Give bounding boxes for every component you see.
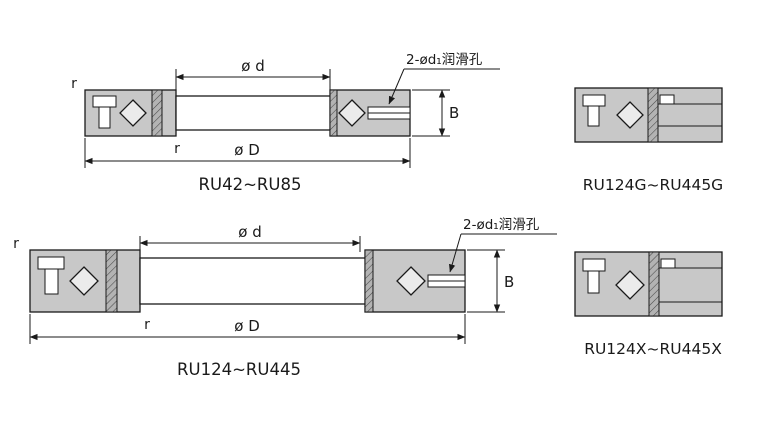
bearing-section: [29, 249, 466, 313]
dim-phi-d-label: ø d: [241, 57, 264, 75]
crossed-roller: [616, 101, 644, 129]
dim-phi-D-label: ø D: [234, 317, 260, 335]
lube-hole-label: 2-ød₁润滑孔: [463, 217, 540, 233]
inner-ring-hatch-left: [151, 89, 163, 137]
bearing-section: [574, 87, 723, 143]
dim-b-label: B: [504, 273, 514, 291]
fillet-r-bottom-label: r: [174, 141, 180, 157]
bolt-counterbore: [92, 95, 117, 108]
bolt-counterbore: [582, 258, 606, 272]
bolt-counterbore: [582, 94, 606, 107]
inner-ring-hatch: [648, 251, 660, 317]
dim-phi-D: ø D: [29, 314, 466, 344]
crossed-roller-left: [119, 99, 147, 127]
seal-notch: [660, 258, 676, 269]
bolt-hole: [587, 105, 600, 127]
inner-ring-hatch-right: [329, 89, 338, 137]
dim-b: B: [412, 89, 459, 137]
lube-hole-leader: 2-ød₁润滑孔: [449, 217, 557, 273]
dim-phi-D: ø D: [84, 138, 411, 168]
diagram-ru124g-ru445g: RU124G~RU445G: [574, 87, 723, 194]
bolt-hole: [98, 106, 111, 129]
series-caption: RU124X~RU445X: [584, 340, 722, 358]
diagram-ru42-ru85: ø d 2-ød₁润滑孔 B r r ø D RU42~RU85: [71, 52, 500, 194]
crossed-roller-left: [69, 266, 99, 296]
dim-b-label: B: [449, 104, 459, 122]
seal-notch: [659, 94, 675, 105]
dim-b: B: [467, 249, 514, 313]
series-caption: RU124G~RU445G: [583, 176, 723, 194]
bore-tube: [139, 257, 366, 305]
dim-phi-d: ø d: [139, 223, 361, 252]
dim-phi-d: ø d: [175, 57, 331, 92]
bolt-hole: [587, 270, 600, 294]
series-caption: RU124~RU445: [177, 360, 301, 379]
crossed-roller-right: [338, 99, 366, 127]
lube-hole-leader: 2-ød₁润滑孔: [388, 52, 500, 105]
fillet-r-top-label: r: [71, 76, 77, 92]
diagram-ru124-ru445: ø d 2-ød₁润滑孔 B r r ø D RU124~RU445: [13, 217, 557, 379]
inner-ring-hatch-left: [105, 249, 118, 313]
bearing-section: [84, 89, 411, 137]
diagram-ru124x-ru445x: RU124X~RU445X: [574, 251, 723, 358]
bolt-counterbore: [37, 256, 65, 270]
bore-tube: [175, 95, 331, 131]
leader-arrow: [449, 233, 462, 273]
dim-phi-D-label: ø D: [234, 141, 260, 159]
lube-hole-label: 2-ød₁润滑孔: [406, 52, 483, 68]
fillet-r-top-label: r: [13, 236, 19, 252]
crossed-roller: [615, 270, 645, 300]
leader-arrow: [388, 68, 405, 105]
crossed-roller-right: [396, 266, 426, 296]
inner-ring-hatch: [647, 87, 659, 143]
dim-phi-d-label: ø d: [238, 223, 261, 241]
bearing-section: [574, 251, 723, 317]
bolt-hole: [44, 268, 59, 295]
fillet-r-bottom-label: r: [144, 317, 150, 333]
series-caption: RU42~RU85: [199, 175, 302, 194]
inner-ring-hatch-right: [364, 249, 374, 313]
